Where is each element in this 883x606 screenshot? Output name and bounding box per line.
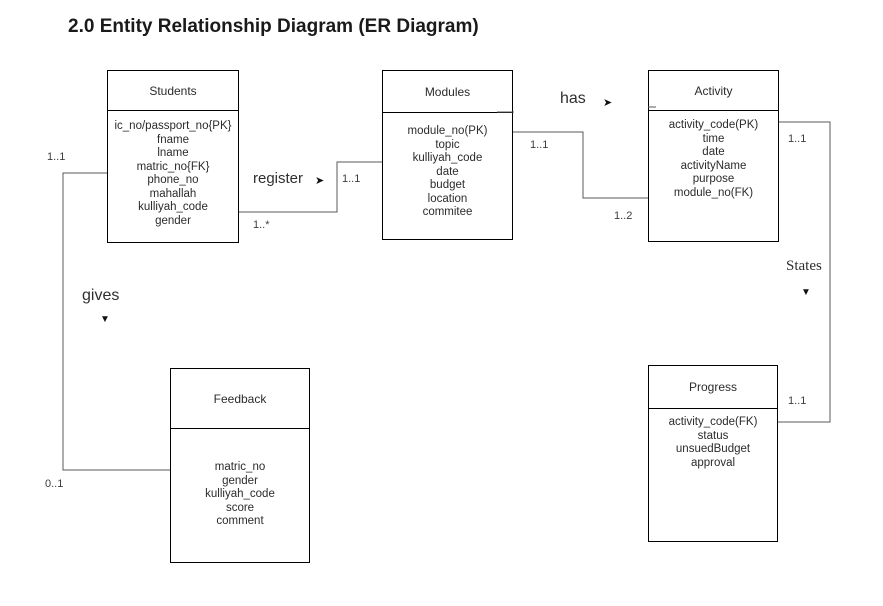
gives-relationship-label: gives — [82, 287, 120, 304]
attribute-row: ic_no/passport_no{PK} — [114, 120, 232, 132]
entity-students-title: Students — [108, 71, 238, 111]
attribute-row: approval — [690, 456, 736, 469]
attribute-row: budget — [429, 179, 466, 191]
entity-modules-title: Modules — [383, 71, 512, 113]
attribute-row: gender — [155, 214, 191, 227]
entity-activity-title: Activity — [649, 71, 778, 111]
cardinality-gives-students: 1..1 — [47, 151, 66, 163]
diagram-title: 2.0 Entity Relationship Diagram (ER Diag… — [68, 16, 479, 37]
cardinality-register-students: 1..* — [253, 219, 270, 231]
attribute-row: fname — [157, 133, 189, 146]
attribute-row: activityName — [680, 159, 747, 172]
attribute-row: matric_no{FK} — [136, 160, 210, 173]
cardinality-gives-feedback: 0..1 — [45, 478, 64, 490]
attribute-row: mahallah — [149, 187, 197, 200]
attribute-row: activity_code(FK) — [668, 416, 758, 428]
register-right-arrow-icon: ➤ — [315, 175, 325, 187]
has-relationship-label: has — [560, 90, 586, 107]
attribute-row: unsuedBudget — [675, 443, 751, 455]
has-right-arrow-icon: ➤ — [603, 97, 613, 109]
attribute-row: location — [427, 192, 468, 205]
attribute-row: status — [697, 429, 729, 442]
attribute-row: gender — [222, 474, 258, 487]
attribute-row: activity_code(PK) — [668, 119, 759, 131]
attribute-row: time — [702, 132, 725, 145]
attribute-row: date — [702, 146, 725, 158]
attribute-row: module_no(PK) — [407, 125, 488, 137]
attribute-row: topic — [435, 138, 460, 151]
cardinality-states-progress: 1..1 — [788, 395, 807, 407]
attribute-row: kulliyah_code — [138, 201, 208, 213]
cardinality-register-modules: 1..1 — [342, 173, 361, 185]
attribute-row: purpose — [692, 173, 735, 185]
attribute-row: score — [225, 501, 255, 514]
cardinality-has-modules: 1..1 — [530, 139, 549, 151]
gives-down-arrow-icon: ▼ — [100, 314, 110, 325]
register-relationship-label: register — [253, 170, 304, 187]
states-relationship-label: States — [786, 258, 822, 274]
entity-progress-title: Progress — [649, 366, 777, 409]
attribute-row: commitee — [422, 206, 473, 218]
entity-feedback-title: Feedback — [171, 369, 309, 429]
attribute-row: module_no(FK) — [673, 186, 754, 199]
attribute-row: lname — [157, 147, 189, 159]
cardinality-has-activity: 1..2 — [614, 210, 633, 222]
states-down-arrow-icon: ▼ — [801, 287, 811, 298]
attribute-row: kulliyah_code — [205, 488, 275, 500]
attribute-row: kulliyah_code — [412, 152, 483, 164]
attribute-row: comment — [216, 515, 264, 527]
attribute-row: date — [436, 165, 459, 178]
cardinality-states-activity: 1..1 — [788, 133, 807, 145]
attribute-row: phone_no — [147, 174, 199, 186]
attribute-row: matric_no — [214, 461, 266, 473]
